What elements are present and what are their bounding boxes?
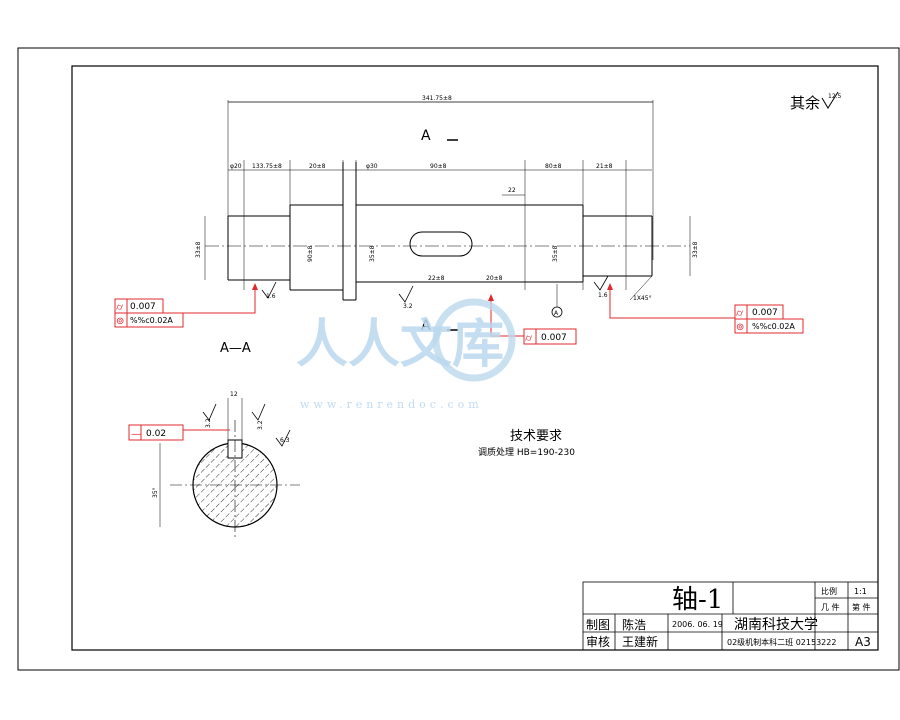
svg-text:⊚: ⊚ bbox=[736, 322, 744, 333]
dim-phi20: φ20 bbox=[230, 163, 242, 170]
svg-text:33±8: 33±8 bbox=[195, 241, 202, 258]
material-label: 第 件 bbox=[852, 602, 871, 612]
svg-text:0.007: 0.007 bbox=[752, 308, 778, 318]
section-view-label: A—A bbox=[220, 341, 251, 356]
dim-phi30: φ30 bbox=[366, 163, 378, 170]
svg-text:20±8: 20±8 bbox=[486, 275, 503, 282]
section-marker-bottom: A bbox=[421, 318, 458, 334]
overall-dimension: 341.75±8 bbox=[227, 95, 654, 260]
dim-seg4: 90±8 bbox=[430, 163, 447, 170]
diameter-labels: 33±8 90±8 35±8 35±8 33±8 bbox=[195, 216, 699, 280]
svg-text:⌭: ⌭ bbox=[736, 308, 744, 319]
dim-seg2: 20±8 bbox=[309, 163, 326, 170]
class-info: 02级机制本科二班 02153222 bbox=[727, 637, 836, 647]
watermark: 人人文库 www.renrendoc.com bbox=[296, 298, 516, 411]
section-view bbox=[159, 398, 300, 540]
svg-text:A: A bbox=[554, 310, 559, 317]
surface-marks bbox=[261, 275, 609, 303]
school-name: 湖南科技大学 bbox=[734, 617, 818, 633]
svg-text:35±8: 35±8 bbox=[552, 245, 559, 262]
section-dim-depth: 35° bbox=[152, 487, 159, 498]
section-tolerance-frame: — 0.02 bbox=[128, 424, 230, 441]
svg-text:341.75±8: 341.75±8 bbox=[422, 95, 452, 102]
left-tolerance-frame: ⌭ 0.007 ⊚ %%c0.02A bbox=[114, 283, 258, 328]
svg-text:⌭: ⌭ bbox=[116, 302, 124, 313]
svg-text:—: — bbox=[131, 429, 141, 440]
svg-text:A: A bbox=[421, 318, 431, 334]
svg-text:A: A bbox=[421, 128, 431, 144]
dim-seg5: 80±8 bbox=[545, 163, 562, 170]
svg-text:%%c0.02A: %%c0.02A bbox=[752, 322, 795, 331]
dim-seg6: 21±8 bbox=[596, 163, 613, 170]
svg-text:⊚: ⊚ bbox=[116, 316, 124, 327]
part-name: 轴-1 bbox=[672, 585, 723, 615]
tech-requirements-title: 技术要求 bbox=[510, 429, 562, 444]
drawn-label: 制图 bbox=[586, 618, 610, 632]
svg-text:33±8: 33±8 bbox=[692, 241, 699, 258]
roughness-note: 其余 12.5 bbox=[790, 91, 842, 112]
svg-text:0.02: 0.02 bbox=[146, 429, 166, 439]
scale-label: 比例 bbox=[821, 586, 837, 596]
inner-frame bbox=[71, 65, 879, 651]
drawn-date: 2006. 06. 19 bbox=[672, 620, 723, 629]
groove-dimensions: 22±8 20±8 bbox=[410, 275, 525, 283]
svg-text:%%c0.02A: %%c0.02A bbox=[130, 316, 173, 325]
svg-text:1X45°: 1X45° bbox=[633, 295, 652, 302]
section-dim-rough1: 3.2 bbox=[205, 418, 212, 428]
surface-mark-1: 1.6 bbox=[266, 293, 276, 300]
section-dim-rough2: 3.2 bbox=[257, 420, 264, 430]
keyway-dimension: 22 bbox=[502, 187, 525, 196]
qty-label: 几 件 bbox=[821, 602, 840, 612]
svg-text:0.007: 0.007 bbox=[130, 302, 156, 312]
svg-text:0.007: 0.007 bbox=[541, 333, 567, 343]
drawn-by: 陈浩 bbox=[622, 617, 646, 632]
tech-requirements-note: 调质处理 HB=190-230 bbox=[478, 446, 575, 458]
surface-mark-2: 3.2 bbox=[403, 303, 413, 310]
right-tolerance-frame: ⌭ 0.007 ⊚ %%c0.02A bbox=[607, 283, 804, 334]
checked-label: 审核 bbox=[586, 634, 610, 649]
surface-mark-3: 1.6 bbox=[598, 292, 608, 299]
title-block bbox=[582, 581, 879, 651]
scale-value: 1:1 bbox=[854, 587, 867, 596]
section-dim-rough3: 6.3 bbox=[280, 437, 290, 444]
svg-text:⌭: ⌭ bbox=[525, 333, 533, 344]
sheet-size: A3 bbox=[855, 635, 871, 649]
svg-text:90±8: 90±8 bbox=[307, 245, 314, 262]
svg-text:22±8: 22±8 bbox=[428, 275, 445, 282]
section-marker-top: A bbox=[421, 128, 458, 144]
svg-text:其余: 其余 bbox=[790, 94, 820, 112]
dim-seg1: 133.75±8 bbox=[252, 163, 282, 170]
svg-text:www.renrendoc.com: www.renrendoc.com bbox=[300, 398, 483, 411]
checked-by: 王建新 bbox=[622, 634, 658, 649]
svg-text:22: 22 bbox=[508, 187, 516, 194]
outer-frame bbox=[17, 47, 900, 671]
svg-text:12.5: 12.5 bbox=[828, 93, 842, 100]
svg-text:35±8: 35±8 bbox=[369, 245, 376, 262]
svg-text:人人文库: 人人文库 bbox=[296, 315, 504, 375]
section-dim-width: 12 bbox=[230, 391, 238, 398]
chamfer-note: 1X45° bbox=[629, 275, 653, 302]
